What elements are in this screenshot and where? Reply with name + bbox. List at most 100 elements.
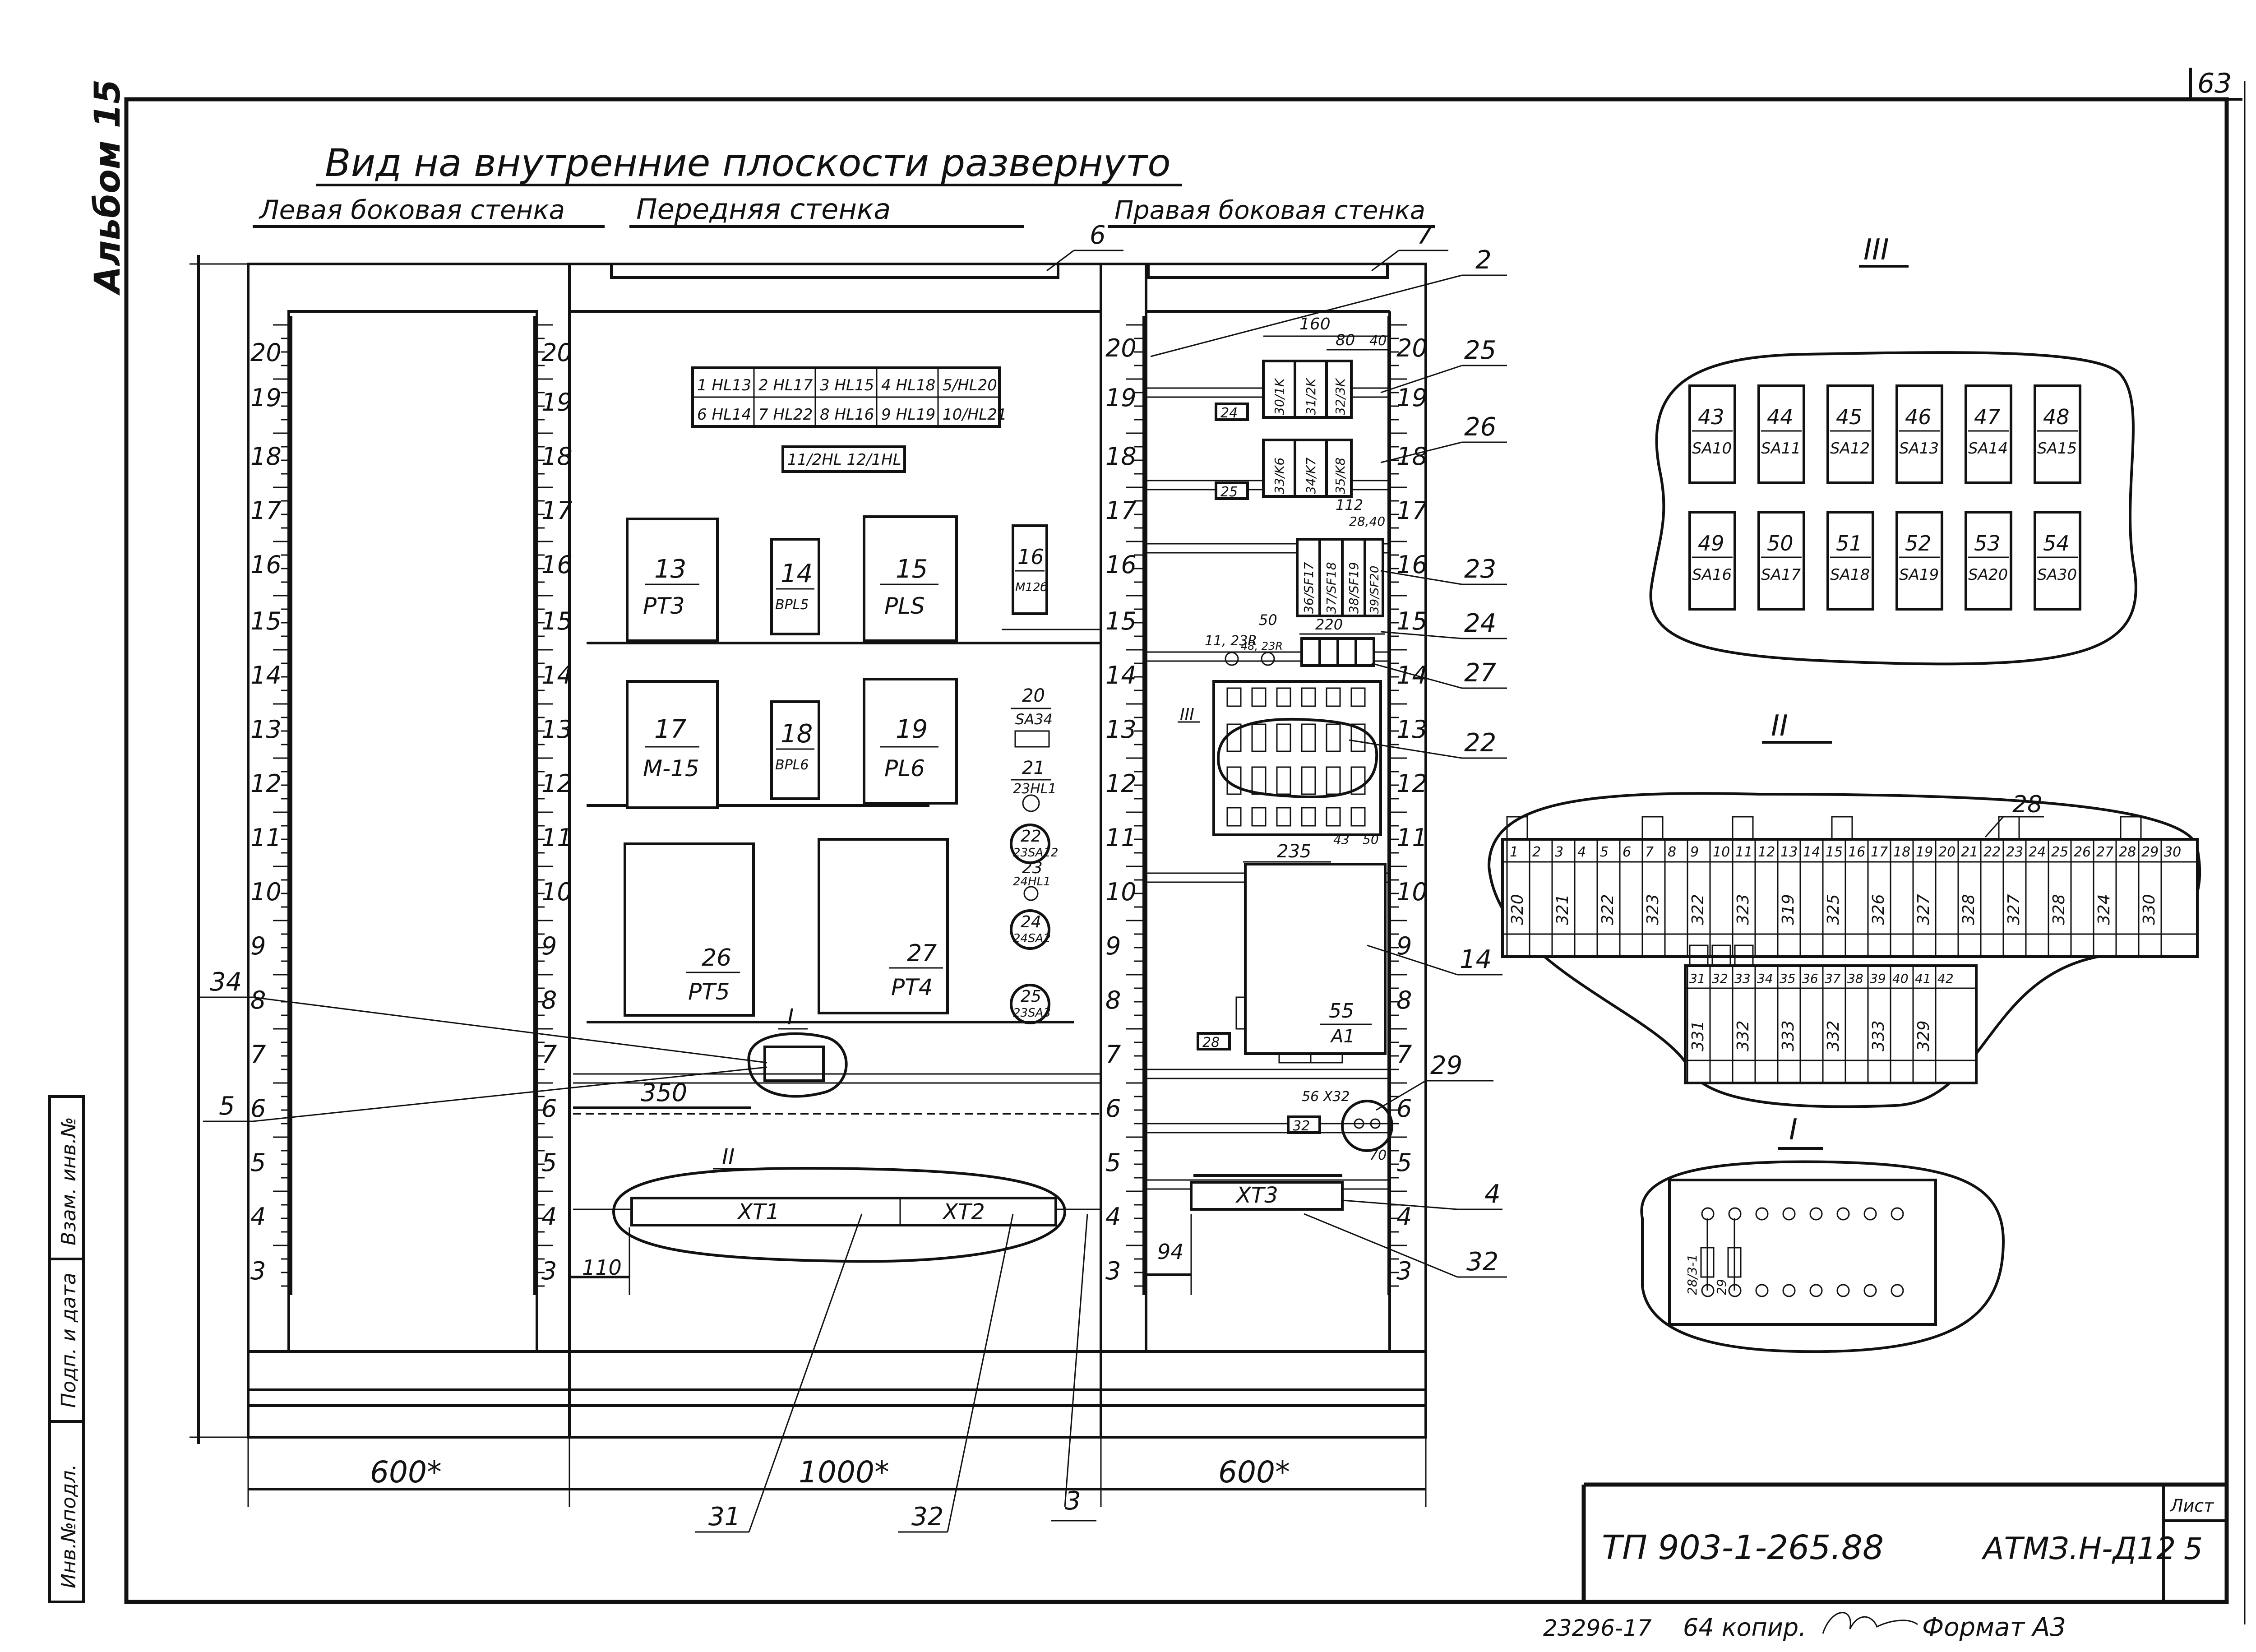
scale-rr-15: 15 <box>1396 607 1428 635</box>
detail-II-title: II <box>1771 709 1788 743</box>
dim-40: 40 <box>1369 333 1387 349</box>
scale-fl-18: 18 <box>541 442 573 471</box>
sa-switch-code: SA14 <box>1968 440 2008 458</box>
scale-fl-5: 5 <box>541 1148 557 1177</box>
detail-I-dot <box>1782 1284 1796 1297</box>
detail-I-dot <box>1863 1207 1877 1221</box>
strip-number: 28 <box>2119 844 2136 860</box>
device-19: 19 PL6 <box>863 678 958 805</box>
strip-number: 29 <box>2141 844 2159 860</box>
strip2-number: 33 <box>1734 971 1751 986</box>
device-code: PL6 <box>884 755 925 782</box>
detail-I-dot <box>1755 1284 1769 1297</box>
scale-rr-7: 7 <box>1396 1040 1412 1069</box>
strip-code: 323 <box>1644 894 1662 925</box>
strip-number: 26 <box>2074 844 2091 860</box>
callout-24: 24 <box>1464 609 1496 638</box>
doc-code: ТП 903-1-265.88 <box>1602 1528 1884 1567</box>
r14-small: 48, 23R <box>1241 640 1283 652</box>
sa-switch <box>1826 384 1874 484</box>
sa-switch-code: SA19 <box>1899 566 1939 584</box>
strip-code: 327 <box>1914 894 1933 925</box>
sa-switch-code: SA20 <box>1968 566 2008 584</box>
doc-mark: АТМЗ.Н-Д12 <box>1981 1531 2176 1567</box>
sf-17: 36/SF17 <box>1301 562 1316 614</box>
scale-rl-17: 17 <box>1105 496 1137 525</box>
side-front-title: Передняя стенка <box>636 193 891 226</box>
r18-c: 34/K7 <box>1304 458 1318 494</box>
r32: 32 <box>1293 1118 1310 1134</box>
scale-left-15: 15 <box>250 607 282 635</box>
strip-number: 21 <box>1961 844 1978 860</box>
sa-switch <box>2034 384 2081 484</box>
album-label: Альбом 15 <box>88 79 128 296</box>
stamp-inv: Инв.№подл. <box>57 1464 80 1588</box>
scale-rl-11: 11 <box>1105 824 1137 852</box>
callout-32-right: 32 <box>1466 1247 1498 1277</box>
block22-cell <box>1251 723 1267 752</box>
strip-number: 15 <box>1826 844 1843 860</box>
scale-rl-5: 5 <box>1105 1148 1121 1177</box>
scale-left-11: 11 <box>250 824 282 852</box>
device-code: BPL5 <box>775 597 809 613</box>
strip-number: 6 <box>1623 844 1631 860</box>
device-13: 13 РТ3 <box>626 518 719 642</box>
device-27: 27 РТ4 <box>818 838 949 1014</box>
scale-right-right: 20 19 18 17 16 15 14 13 12 11 10 9 8 7 6… <box>1387 316 1428 1295</box>
strip-code: 322 <box>1689 894 1707 925</box>
strip-number: 20 <box>1938 844 1956 860</box>
strip-number: 22 <box>1983 844 2001 860</box>
strip-code: 327 <box>2005 894 2023 925</box>
scale-left-19: 19 <box>250 384 282 412</box>
strip-number: 1 <box>1510 844 1518 860</box>
block22-cell <box>1276 687 1291 707</box>
detail-III: III 43SA1044SA1145SA1246SA1347SA1448SA15… <box>1649 233 2137 666</box>
block22-cell <box>1326 807 1341 827</box>
device-num: 14 <box>781 559 813 588</box>
item-22-num: 22 <box>1021 827 1041 846</box>
detail-I-dot <box>1836 1207 1850 1221</box>
strip-number: 14 <box>1803 844 1820 860</box>
scale-left-12: 12 <box>250 769 282 798</box>
sa-switch <box>1965 511 2012 611</box>
strip-number: 16 <box>1848 844 1865 860</box>
scale-left-3: 3 <box>250 1257 266 1285</box>
strip-number: 4 <box>1577 844 1586 860</box>
strip-number: 11 <box>1735 844 1752 860</box>
strip-code: 320 <box>1508 894 1527 925</box>
block22-cell <box>1326 766 1341 795</box>
sheet-frame: 63 <box>124 68 2246 1624</box>
scale-fl-8: 8 <box>541 986 557 1014</box>
detail-II-callout-28: 28 <box>2012 791 2042 818</box>
hl-cell: 6 HL14 <box>697 406 751 424</box>
block22-cell <box>1326 723 1341 752</box>
sa-switch <box>1895 384 1943 484</box>
strip2-code: 329 <box>1914 1020 1933 1051</box>
marker-I-label: I <box>787 1004 794 1030</box>
sa-switch-num: 48 <box>2043 405 2070 429</box>
device-num: 16 <box>1017 545 1044 569</box>
strip-code: 328 <box>1960 894 1978 925</box>
scale-left-10: 10 <box>250 878 282 906</box>
sa-switch-num: 52 <box>1905 531 1932 555</box>
detail-III-title: III <box>1863 233 1889 267</box>
scale-fl-16: 16 <box>541 551 573 579</box>
strip-tab <box>1641 816 1664 840</box>
scale-left-5: 5 <box>250 1148 266 1177</box>
scale-rr-12: 12 <box>1396 769 1428 798</box>
strip-code: 322 <box>1599 894 1617 925</box>
hl-extra: 11/2HL 12/1HL <box>787 451 901 469</box>
device-16: 16 М12б <box>1012 524 1048 615</box>
callout-25: 25 <box>1464 336 1496 365</box>
dim-width-front: 1000* <box>799 1455 889 1490</box>
callouts: 6 7 2 25 26 23 24 27 22 14 29 4 32 34 5 … <box>199 221 1507 1533</box>
scale-rl-12: 12 <box>1105 769 1137 798</box>
block22-cell <box>1276 723 1291 752</box>
scale-ticks <box>273 324 1407 1287</box>
item-24-num: 24 <box>1021 913 1041 931</box>
hl-cell: 5/HL20 <box>943 376 997 394</box>
strip2-number: 32 <box>1712 971 1728 986</box>
scale-rr-5: 5 <box>1396 1148 1412 1177</box>
scale-left-14: 14 <box>250 661 282 689</box>
